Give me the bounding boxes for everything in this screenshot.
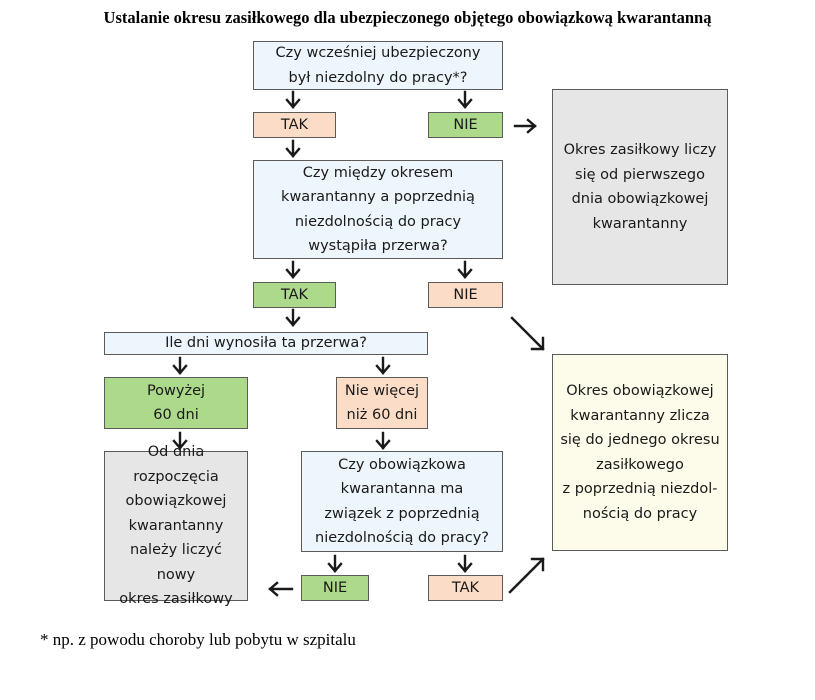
q1-no-label: NIE	[428, 112, 503, 138]
arrow-q4-to-tak	[457, 554, 473, 573]
q4-yes-label: TAK	[428, 575, 503, 601]
q3-over-label: Powyżej 60 dni	[104, 377, 248, 429]
result-1-box: Okres zasiłkowy liczy się od pierwszego …	[552, 89, 728, 285]
arrow-q3-to-under	[375, 356, 391, 375]
q2-yes-label: TAK	[253, 282, 336, 308]
arrow-tak-to-result2	[508, 557, 545, 594]
question-3-box: Ile dni wynosiła ta przerwa?	[104, 332, 428, 355]
arrow-q2-to-tak	[285, 260, 301, 279]
arrow-q1-to-tak	[285, 90, 301, 109]
arrow-q3-to-over	[172, 356, 188, 375]
arrow-tak-to-q3	[285, 308, 301, 327]
question-2-box: Czy między okresem kwarantanny a poprzed…	[253, 160, 503, 259]
question-4-box: Czy obowiązkowa kwarantanna ma związek z…	[301, 451, 503, 552]
q2-no-label: NIE	[428, 282, 503, 308]
question-1-box: Czy wcześniej ubezpieczony był niezdolny…	[253, 41, 503, 90]
arrow-nie-to-result2	[510, 316, 545, 351]
q3-under-label: Nie więcej niż 60 dni	[336, 377, 428, 429]
result-3-box: Od dnia rozpoczęcia obowiązkowej kwarant…	[104, 444, 248, 607]
arrow-tak-to-q2	[285, 139, 301, 158]
q1-yes-label: TAK	[253, 112, 336, 138]
arrow-q1-to-nie	[457, 90, 473, 109]
q4-no-label: NIE	[301, 575, 369, 601]
arrow-nie-to-result3	[268, 581, 294, 597]
arrow-q2-to-nie	[457, 260, 473, 279]
arrow-under-to-q4	[375, 431, 391, 450]
arrow-nie-to-result1	[513, 118, 537, 134]
diagram-title: Ustalanie okresu zasiłkowego dla ubezpie…	[103, 8, 712, 27]
arrow-over-to-result3	[172, 431, 188, 450]
arrow-q4-to-nie	[327, 554, 343, 573]
footnote: * np. z powodu choroby lub pobytu w szpi…	[40, 630, 356, 649]
result-2-box: Okres obowiązkowej kwarantanny zlicza si…	[552, 354, 728, 551]
